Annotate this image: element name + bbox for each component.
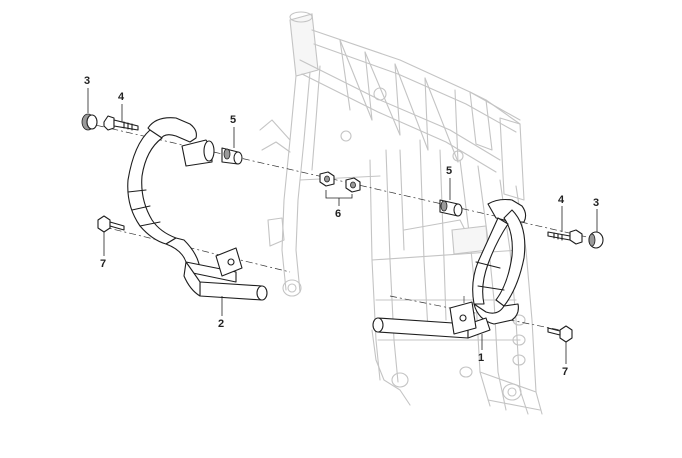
bolt-left (103, 115, 139, 131)
spacer-right (439, 199, 463, 217)
left-crash-bar (127, 117, 268, 301)
callout-5-left: 5 (230, 114, 236, 126)
spacer-left (221, 147, 243, 165)
nut-pair (319, 171, 361, 193)
callout-1: 1 (478, 352, 484, 364)
callout-7-left: 7 (100, 258, 106, 270)
callout-7-right: 7 (562, 366, 568, 378)
small-bolt-left (97, 215, 125, 233)
lower-left-axis (99, 225, 291, 273)
cap-left (81, 113, 98, 131)
callout-6: 6 (335, 208, 341, 220)
callout-5-right: 5 (446, 165, 452, 177)
callout-4-left: 4 (118, 91, 125, 103)
callout-3-right: 3 (593, 197, 599, 209)
upper-axis (81, 121, 601, 241)
right-crash-bar (372, 198, 527, 339)
callout-numbers: 3 4 5 6 5 4 3 7 2 1 7 (84, 75, 599, 378)
callout-3-left: 3 (84, 75, 90, 87)
bolt-right (547, 229, 583, 245)
motorcycle-frame (259, 11, 543, 415)
callout-4-right: 4 (558, 194, 565, 206)
small-bolt-right (547, 325, 573, 343)
callout-2: 2 (218, 318, 224, 330)
cap-right (588, 231, 604, 249)
leader-lines (87, 88, 598, 364)
